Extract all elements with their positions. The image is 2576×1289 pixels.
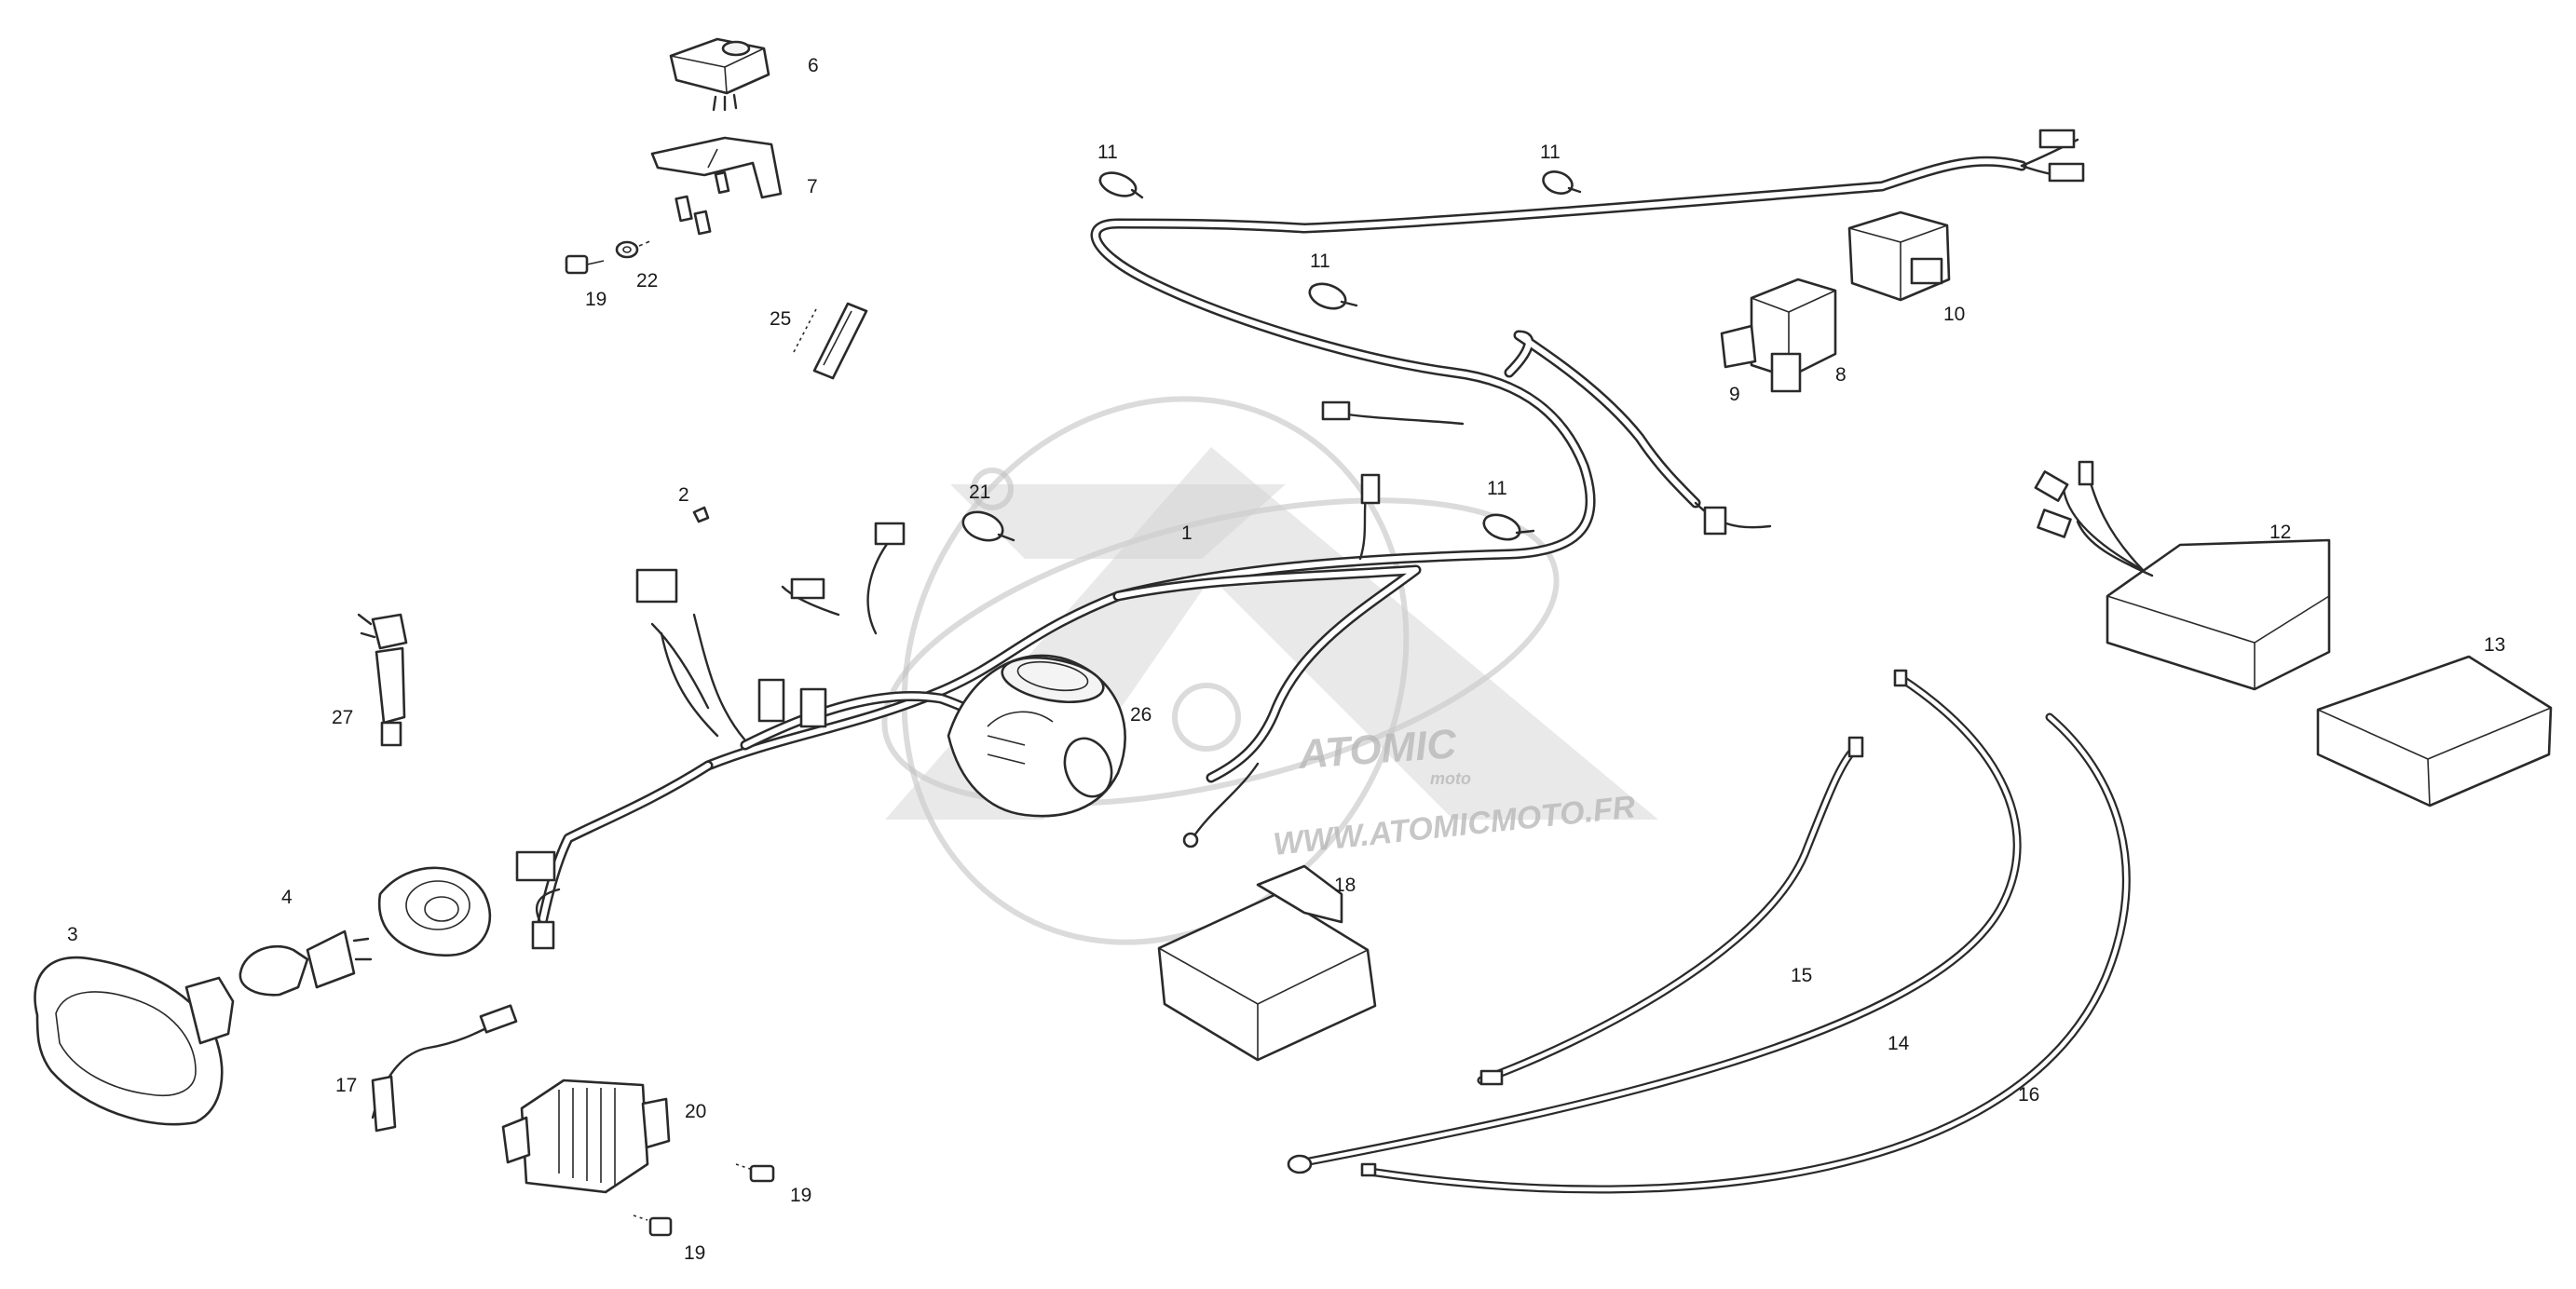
part-6-relay bbox=[669, 37, 770, 112]
watermark-logo-sub: moto bbox=[1430, 769, 1471, 788]
part-25-fuse bbox=[793, 302, 868, 380]
label-part-27: 27 bbox=[332, 707, 353, 728]
part-19-bolt-b bbox=[633, 1214, 673, 1237]
part-7-bracket bbox=[650, 136, 783, 236]
part-15-battery-cable bbox=[1477, 736, 1864, 1086]
label-part-25: 25 bbox=[770, 308, 791, 330]
label-part-15: 15 bbox=[1791, 965, 1812, 986]
part-11-cable-tie-a bbox=[1098, 171, 1144, 199]
label-part-3: 3 bbox=[67, 924, 78, 945]
label-part-16: 16 bbox=[2018, 1084, 2039, 1106]
label-part-11: 11 bbox=[1310, 251, 1330, 272]
wiring-harness bbox=[515, 129, 2085, 950]
label-part-6: 6 bbox=[808, 55, 819, 76]
label-part-19: 19 bbox=[790, 1185, 811, 1206]
label-part-8: 8 bbox=[1835, 364, 1847, 386]
part-22-washer bbox=[615, 239, 653, 259]
part-27-sensor bbox=[357, 613, 408, 747]
label-part-26: 26 bbox=[1130, 704, 1152, 726]
label-part-2: 2 bbox=[678, 484, 689, 506]
harness-connector-red bbox=[874, 522, 906, 546]
label-part-11: 11 bbox=[1097, 142, 1118, 163]
part-14-ground-cable bbox=[1287, 669, 2022, 1174]
part-9-relay-connector bbox=[1720, 324, 1757, 369]
label-part-11: 11 bbox=[1487, 478, 1507, 499]
label-part-19: 19 bbox=[585, 289, 607, 310]
part-11-cable-tie-c bbox=[1308, 282, 1358, 310]
part-12-cdi-unit bbox=[2034, 460, 2331, 691]
label-part-4: 4 bbox=[281, 887, 293, 908]
harness-ring-terminal bbox=[1182, 832, 1199, 848]
harness-connector-end-b bbox=[2048, 162, 2085, 183]
part-17-sensor-wire bbox=[371, 1004, 518, 1133]
label-part-19: 19 bbox=[684, 1242, 705, 1264]
label-part-17: 17 bbox=[335, 1075, 357, 1096]
part-labels: 6 7 19 22 25 11 11 11 11 10 8 9 2 21 1 1… bbox=[67, 55, 2505, 1264]
part-11-cable-tie-b bbox=[1542, 170, 1582, 195]
harness-connector-end-a bbox=[2038, 129, 2076, 149]
label-part-11: 11 bbox=[1540, 142, 1561, 163]
harness-connector-relay bbox=[757, 678, 785, 723]
part-10-relay-box bbox=[1847, 210, 1951, 302]
label-part-20: 20 bbox=[685, 1101, 706, 1122]
harness-connector-side bbox=[799, 687, 827, 728]
label-part-21: 21 bbox=[969, 482, 990, 503]
label-part-18: 18 bbox=[1334, 875, 1356, 896]
part-4-bulb bbox=[239, 929, 373, 997]
part-13-ecu-box bbox=[2316, 655, 2553, 807]
label-part-13: 13 bbox=[2484, 634, 2505, 656]
part-20-regulator bbox=[501, 1079, 671, 1194]
label-part-9: 9 bbox=[1729, 384, 1740, 405]
part-2-clip bbox=[692, 506, 710, 523]
label-part-22: 22 bbox=[636, 270, 658, 292]
label-part-7: 7 bbox=[807, 176, 818, 197]
part-3-headlight bbox=[34, 956, 235, 1126]
part-8-starter-relay bbox=[1750, 278, 1837, 393]
harness-connector-right bbox=[1703, 506, 1727, 536]
label-part-14: 14 bbox=[1888, 1033, 1910, 1054]
harness-connector-bottom bbox=[531, 920, 555, 950]
harness-connector-block bbox=[635, 568, 678, 604]
part-16-starter-cable bbox=[1360, 712, 2131, 1194]
harness-connector-top bbox=[1321, 400, 1351, 421]
part-11-cable-tie-d bbox=[1482, 513, 1535, 541]
part-18-battery bbox=[1157, 864, 1377, 1062]
harness-connector-mid bbox=[1360, 473, 1381, 505]
part-21-cable-tie bbox=[961, 510, 1015, 542]
part-5-socket-ring bbox=[377, 866, 492, 957]
label-part-12: 12 bbox=[2269, 522, 2291, 543]
part-19-bolt-top bbox=[565, 254, 605, 275]
harness-connector-left bbox=[515, 850, 556, 882]
label-part-1: 1 bbox=[1181, 522, 1193, 544]
harness-connector-plug bbox=[790, 577, 825, 600]
part-26-switch bbox=[947, 654, 1126, 818]
part-19-bolt-a bbox=[735, 1163, 775, 1183]
watermark-logo-text: ATOMIC bbox=[1296, 721, 1459, 778]
label-part-10: 10 bbox=[1943, 304, 1965, 325]
